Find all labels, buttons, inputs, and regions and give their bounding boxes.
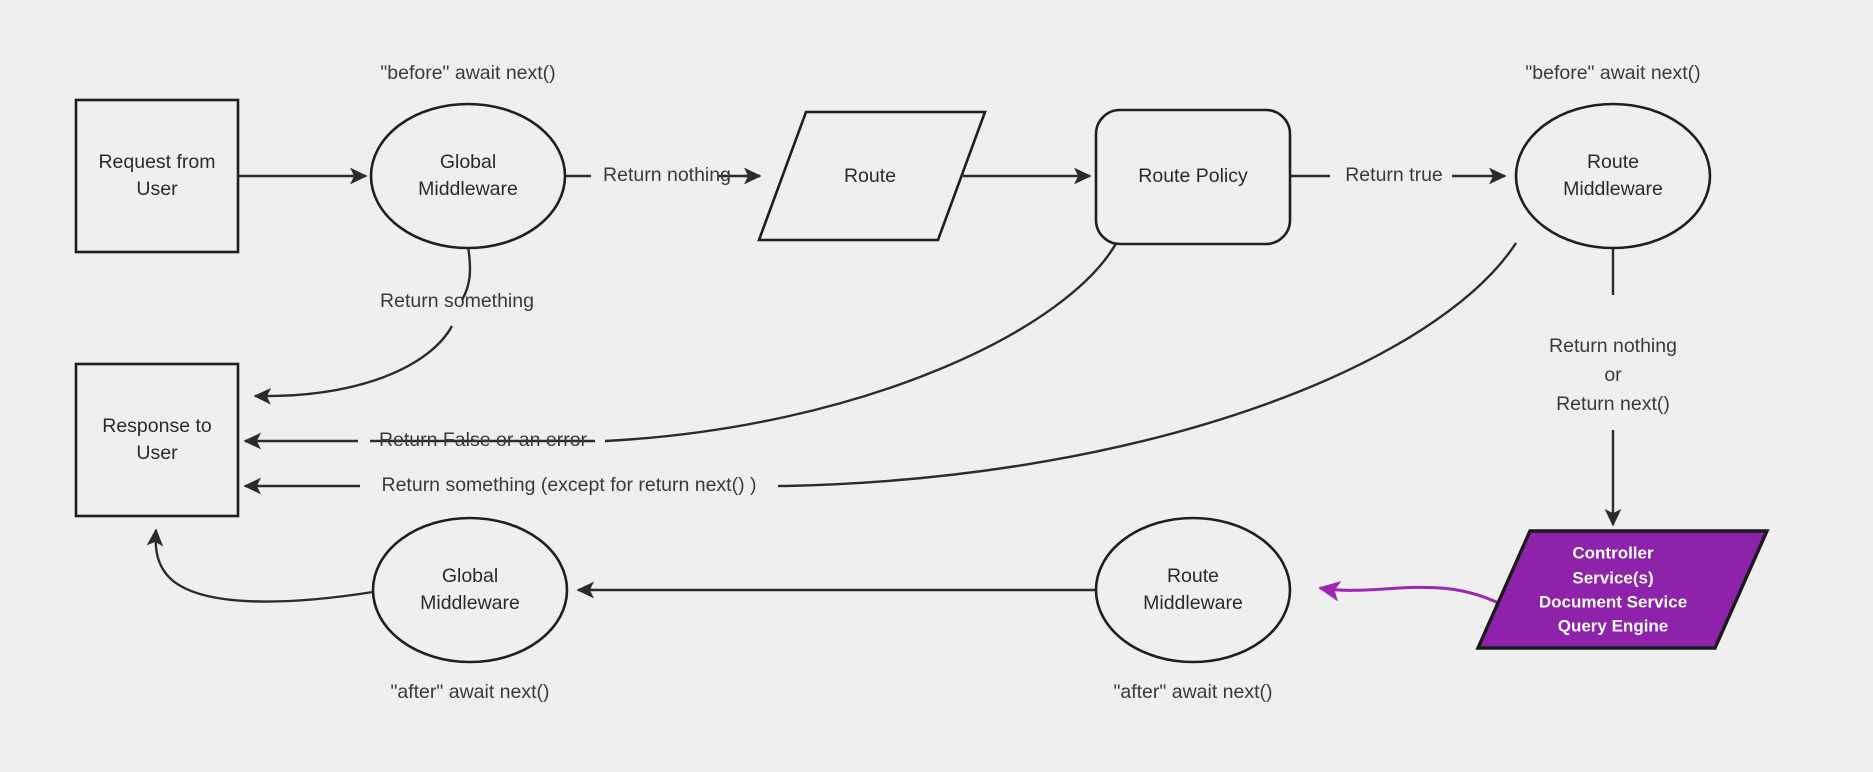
edge-label-return-nothing-or-next-line1: Return nothing bbox=[1549, 335, 1677, 357]
edge-route-middleware-to-response-curve bbox=[784, 242, 1518, 488]
global-middleware-bottom-shape bbox=[371, 516, 569, 664]
edge-route-policy-to-response-curve bbox=[604, 239, 1120, 443]
edge-controller-to-route-middleware-bottom bbox=[1318, 581, 1509, 610]
route-policy-shape bbox=[1094, 108, 1292, 246]
node-controller-services[interactable]: Controller Service(s) Document Service Q… bbox=[1475, 529, 1770, 650]
node-route[interactable]: Route bbox=[757, 110, 987, 242]
annotation-after-await-next-route: "after" await next() bbox=[1113, 681, 1272, 703]
controller-services-shape bbox=[1475, 529, 1770, 650]
route-middleware-bottom-label-line2: Middleware bbox=[1143, 592, 1243, 614]
route-middleware-top-label-line2: Middleware bbox=[1563, 178, 1663, 200]
controller-services-label-line1: Controller bbox=[1572, 543, 1654, 562]
route-middleware-top-shape bbox=[1514, 102, 1712, 250]
request-from-user-shape bbox=[74, 98, 240, 254]
controller-services-label-line3: Document Service bbox=[1539, 592, 1687, 611]
controller-services-label-line4: Query Engine bbox=[1558, 616, 1669, 635]
edge-label-return-something: Return something bbox=[380, 290, 534, 312]
edge-global-middleware-return-something-stub bbox=[460, 245, 472, 301]
annotation-before-await-next-global: "before" await next() bbox=[380, 62, 555, 84]
edge-label-return-nothing-or-next-line3: Return next() bbox=[1556, 393, 1670, 415]
global-middleware-top-shape bbox=[369, 102, 567, 250]
route-middleware-bottom-label-line1: Route bbox=[1167, 565, 1219, 587]
global-middleware-bottom-label-line1: Global bbox=[442, 565, 498, 587]
edge-global-middleware-bottom-to-response bbox=[146, 528, 374, 603]
route-middleware-top-label-line1: Route bbox=[1587, 151, 1639, 173]
request-from-user-label-line1: Request from bbox=[98, 151, 215, 173]
edge-label-return-true: Return true bbox=[1345, 164, 1443, 186]
node-response-to-user[interactable]: Response to User bbox=[74, 362, 240, 518]
global-middleware-bottom-label-line2: Middleware bbox=[420, 592, 520, 614]
route-policy-label: Route Policy bbox=[1138, 165, 1248, 187]
node-route-middleware-top[interactable]: Route Middleware bbox=[1514, 102, 1712, 250]
edge-label-return-false-or-error: Return False or an error bbox=[379, 429, 588, 451]
global-middleware-top-label-line2: Middleware bbox=[418, 178, 518, 200]
annotation-after-await-next-global: "after" await next() bbox=[390, 681, 549, 703]
edge-label-return-nothing: Return nothing bbox=[603, 164, 731, 186]
response-to-user-label-line1: Response to bbox=[102, 415, 212, 437]
annotation-before-await-next-route: "before" await next() bbox=[1525, 62, 1700, 84]
node-global-middleware-bottom[interactable]: Global Middleware bbox=[371, 516, 569, 664]
edge-label-return-something-except: Return something (except for return next… bbox=[382, 474, 757, 496]
response-to-user-shape bbox=[74, 362, 240, 518]
global-middleware-top-label-line1: Global bbox=[440, 151, 496, 173]
edge-global-middleware-to-response-return-something bbox=[253, 325, 454, 405]
node-global-middleware-top[interactable]: Global Middleware bbox=[369, 102, 567, 250]
route-middleware-bottom-shape bbox=[1094, 516, 1292, 664]
controller-services-label-line2: Service(s) bbox=[1572, 568, 1653, 587]
node-request-from-user[interactable]: Request from User bbox=[74, 98, 240, 254]
request-from-user-label-line2: User bbox=[136, 178, 178, 200]
edge-label-return-nothing-or-next-line2: or bbox=[1604, 364, 1622, 386]
route-shape bbox=[757, 110, 987, 242]
response-to-user-label-line2: User bbox=[136, 442, 178, 464]
node-route-policy[interactable]: Route Policy bbox=[1094, 108, 1292, 246]
route-label: Route bbox=[844, 165, 896, 187]
node-route-middleware-bottom[interactable]: Route Middleware bbox=[1094, 516, 1292, 664]
